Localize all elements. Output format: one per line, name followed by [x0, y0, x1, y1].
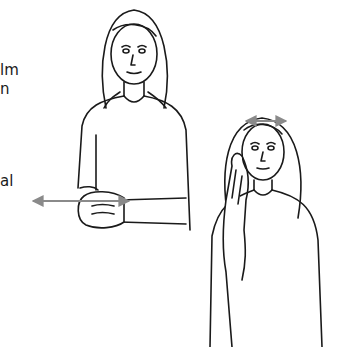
signer-cheek [208, 118, 322, 347]
cropped-label: al [0, 172, 13, 190]
cropped-label: lm [0, 61, 19, 79]
cropped-label: n [0, 80, 10, 98]
signer-standing [34, 10, 190, 230]
motion-arrow [247, 120, 285, 122]
motion-arrow [34, 200, 128, 202]
